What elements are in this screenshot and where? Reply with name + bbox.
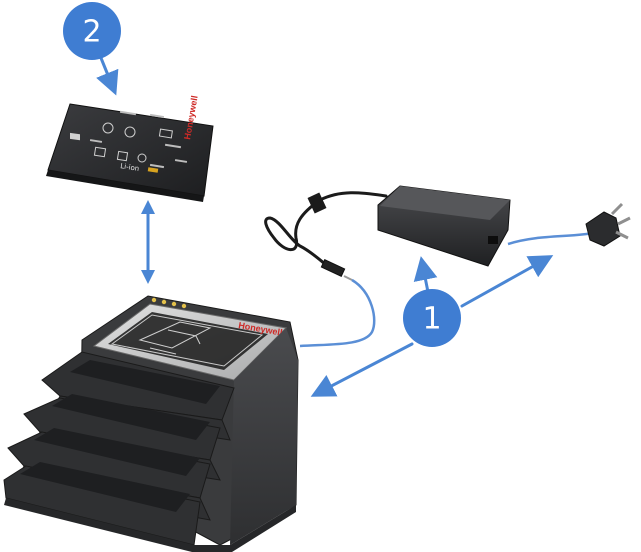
ac-adapter	[377, 185, 511, 267]
arrow-callout2-battery	[96, 56, 119, 96]
connection-arrows	[96, 56, 554, 397]
led-indicator	[181, 303, 187, 309]
battery-contacts	[147, 167, 159, 173]
arrow-callout1-adapter	[413, 256, 438, 294]
dc-cable-blue-path	[299, 278, 376, 348]
callout-1-number: 1	[422, 302, 441, 337]
charger-bay	[7, 431, 211, 499]
callout-1: 1	[403, 289, 461, 347]
adapter-dc-socket	[488, 236, 498, 244]
ferrite-core	[307, 192, 327, 214]
battery-label: Li-ion	[120, 162, 140, 173]
led-indicator	[161, 299, 167, 305]
arrow-callout1-charger	[310, 342, 414, 397]
charger-bay	[3, 465, 201, 546]
arrow-callout1-plug	[460, 255, 554, 308]
dc-cable	[264, 191, 388, 270]
callout-2-number: 2	[82, 15, 101, 50]
battery-pack: Li-ion Honeywell	[46, 95, 214, 202]
ac-cable-blue-path	[507, 230, 601, 246]
battery-label-block	[70, 132, 80, 141]
led-indicator	[171, 301, 177, 307]
callout-2: 2	[63, 2, 121, 60]
charger-bay	[23, 397, 221, 461]
led-indicator	[151, 297, 157, 303]
battery-charger: Honeywell	[3, 295, 299, 552]
dc-plug	[320, 259, 346, 277]
ac-wall-plug	[585, 202, 631, 247]
